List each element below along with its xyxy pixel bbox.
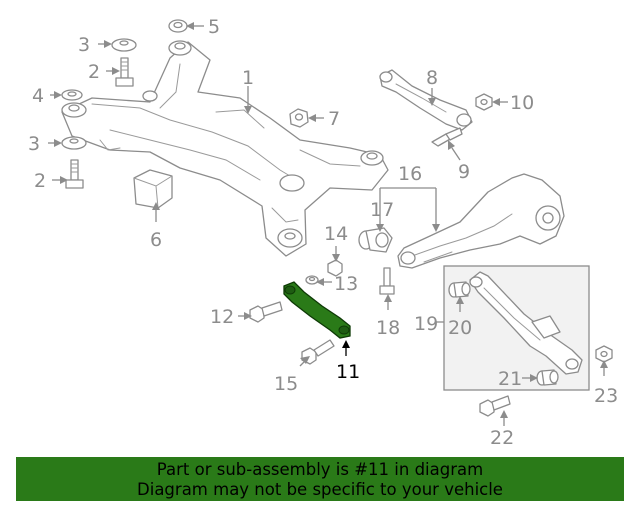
svg-text:5: 5 (208, 16, 220, 38)
svg-text:16: 16 (398, 163, 422, 185)
svg-text:14: 14 (324, 223, 348, 245)
callout-12: 12 (210, 306, 252, 328)
svg-text:18: 18 (376, 317, 400, 339)
svg-text:1: 1 (242, 67, 254, 89)
svg-text:21: 21 (498, 368, 522, 390)
upper-arm-part-8 (379, 69, 473, 131)
nut-part-10 (475, 93, 493, 111)
svg-text:9: 9 (458, 161, 470, 183)
callout-21: 21 (498, 368, 538, 390)
nut-part-23 (595, 345, 613, 363)
svg-text:17: 17 (370, 199, 394, 221)
svg-text:20: 20 (448, 317, 472, 339)
banner-line-disclaimer: Diagram may not be specific to your vehi… (137, 480, 503, 499)
lower-bolt-part-2 (65, 159, 84, 189)
svg-text:7: 7 (328, 108, 340, 130)
lower-arm-assembly-part-19 (443, 265, 590, 391)
callout-9: 9 (448, 140, 470, 183)
svg-text:23: 23 (594, 385, 618, 407)
callout-7: 7 (308, 108, 340, 130)
subframe-part-1 (61, 40, 389, 257)
svg-text:10: 10 (510, 92, 534, 114)
upper-bolt-part-2 (115, 57, 134, 87)
svg-text:8: 8 (426, 67, 438, 89)
lower-mount-washer-part-3 (61, 136, 87, 150)
bolt-part-18 (379, 267, 395, 295)
svg-text:15: 15 (274, 373, 298, 395)
callout-2-upper: 2 (88, 61, 120, 83)
svg-text:11: 11 (336, 361, 360, 383)
banner-line-part-number: Part or sub-assembly is #11 in diagram (156, 460, 484, 479)
callout-13: 13 (316, 273, 358, 295)
svg-text:4: 4 (32, 85, 44, 107)
svg-text:13: 13 (334, 273, 358, 295)
upper-mount-washer-part-3 (111, 38, 137, 52)
bushing-part-17 (358, 227, 393, 253)
svg-text:6: 6 (150, 229, 162, 251)
svg-text:3: 3 (28, 133, 40, 155)
svg-text:12: 12 (210, 306, 234, 328)
callout-18: 18 (376, 294, 400, 339)
washer-part-13 (305, 275, 319, 285)
callout-4: 4 (32, 85, 62, 107)
disclaimer-banner: Part or sub-assembly is #11 in diagram D… (16, 457, 624, 501)
callout-3-upper: 3 (78, 34, 112, 56)
callout-20: 20 (448, 296, 472, 339)
callout-19: 19 (414, 313, 444, 335)
bolt-part-12 (249, 301, 283, 323)
svg-text:3: 3 (78, 34, 90, 56)
callout-14: 14 (324, 223, 348, 262)
parts-diagram: 1 2 2 3 3 4 5 6 7 8 (28, 16, 618, 449)
callout-10: 10 (492, 92, 534, 114)
svg-text:2: 2 (88, 61, 100, 83)
callout-17: 17 (370, 199, 394, 232)
callout-2-lower: 2 (34, 170, 68, 192)
nut-part-7 (289, 108, 309, 128)
svg-text:22: 22 (490, 427, 514, 449)
washer-part-5 (168, 19, 188, 33)
bushing-part-21 (536, 369, 559, 386)
callout-11: 11 (336, 340, 360, 383)
callout-15: 15 (274, 356, 310, 395)
callout-1: 1 (242, 67, 254, 114)
highlighted-lateral-link-part-11 (283, 281, 351, 339)
bushing-part-20 (448, 281, 471, 298)
washer-part-4 (61, 89, 83, 101)
callout-5: 5 (186, 16, 220, 38)
callout-3-lower: 3 (28, 133, 62, 155)
svg-text:19: 19 (414, 313, 438, 335)
callout-8: 8 (426, 67, 438, 106)
svg-text:2: 2 (34, 170, 46, 192)
bolt-part-9 (431, 127, 463, 147)
bracket-part-6 (133, 169, 173, 209)
trailing-arm-part-16 (397, 173, 565, 269)
callout-6: 6 (150, 202, 162, 251)
callout-16: 16 (379, 163, 440, 232)
callout-22: 22 (490, 410, 514, 449)
bolt-part-22 (479, 395, 511, 417)
callout-23: 23 (594, 360, 618, 407)
